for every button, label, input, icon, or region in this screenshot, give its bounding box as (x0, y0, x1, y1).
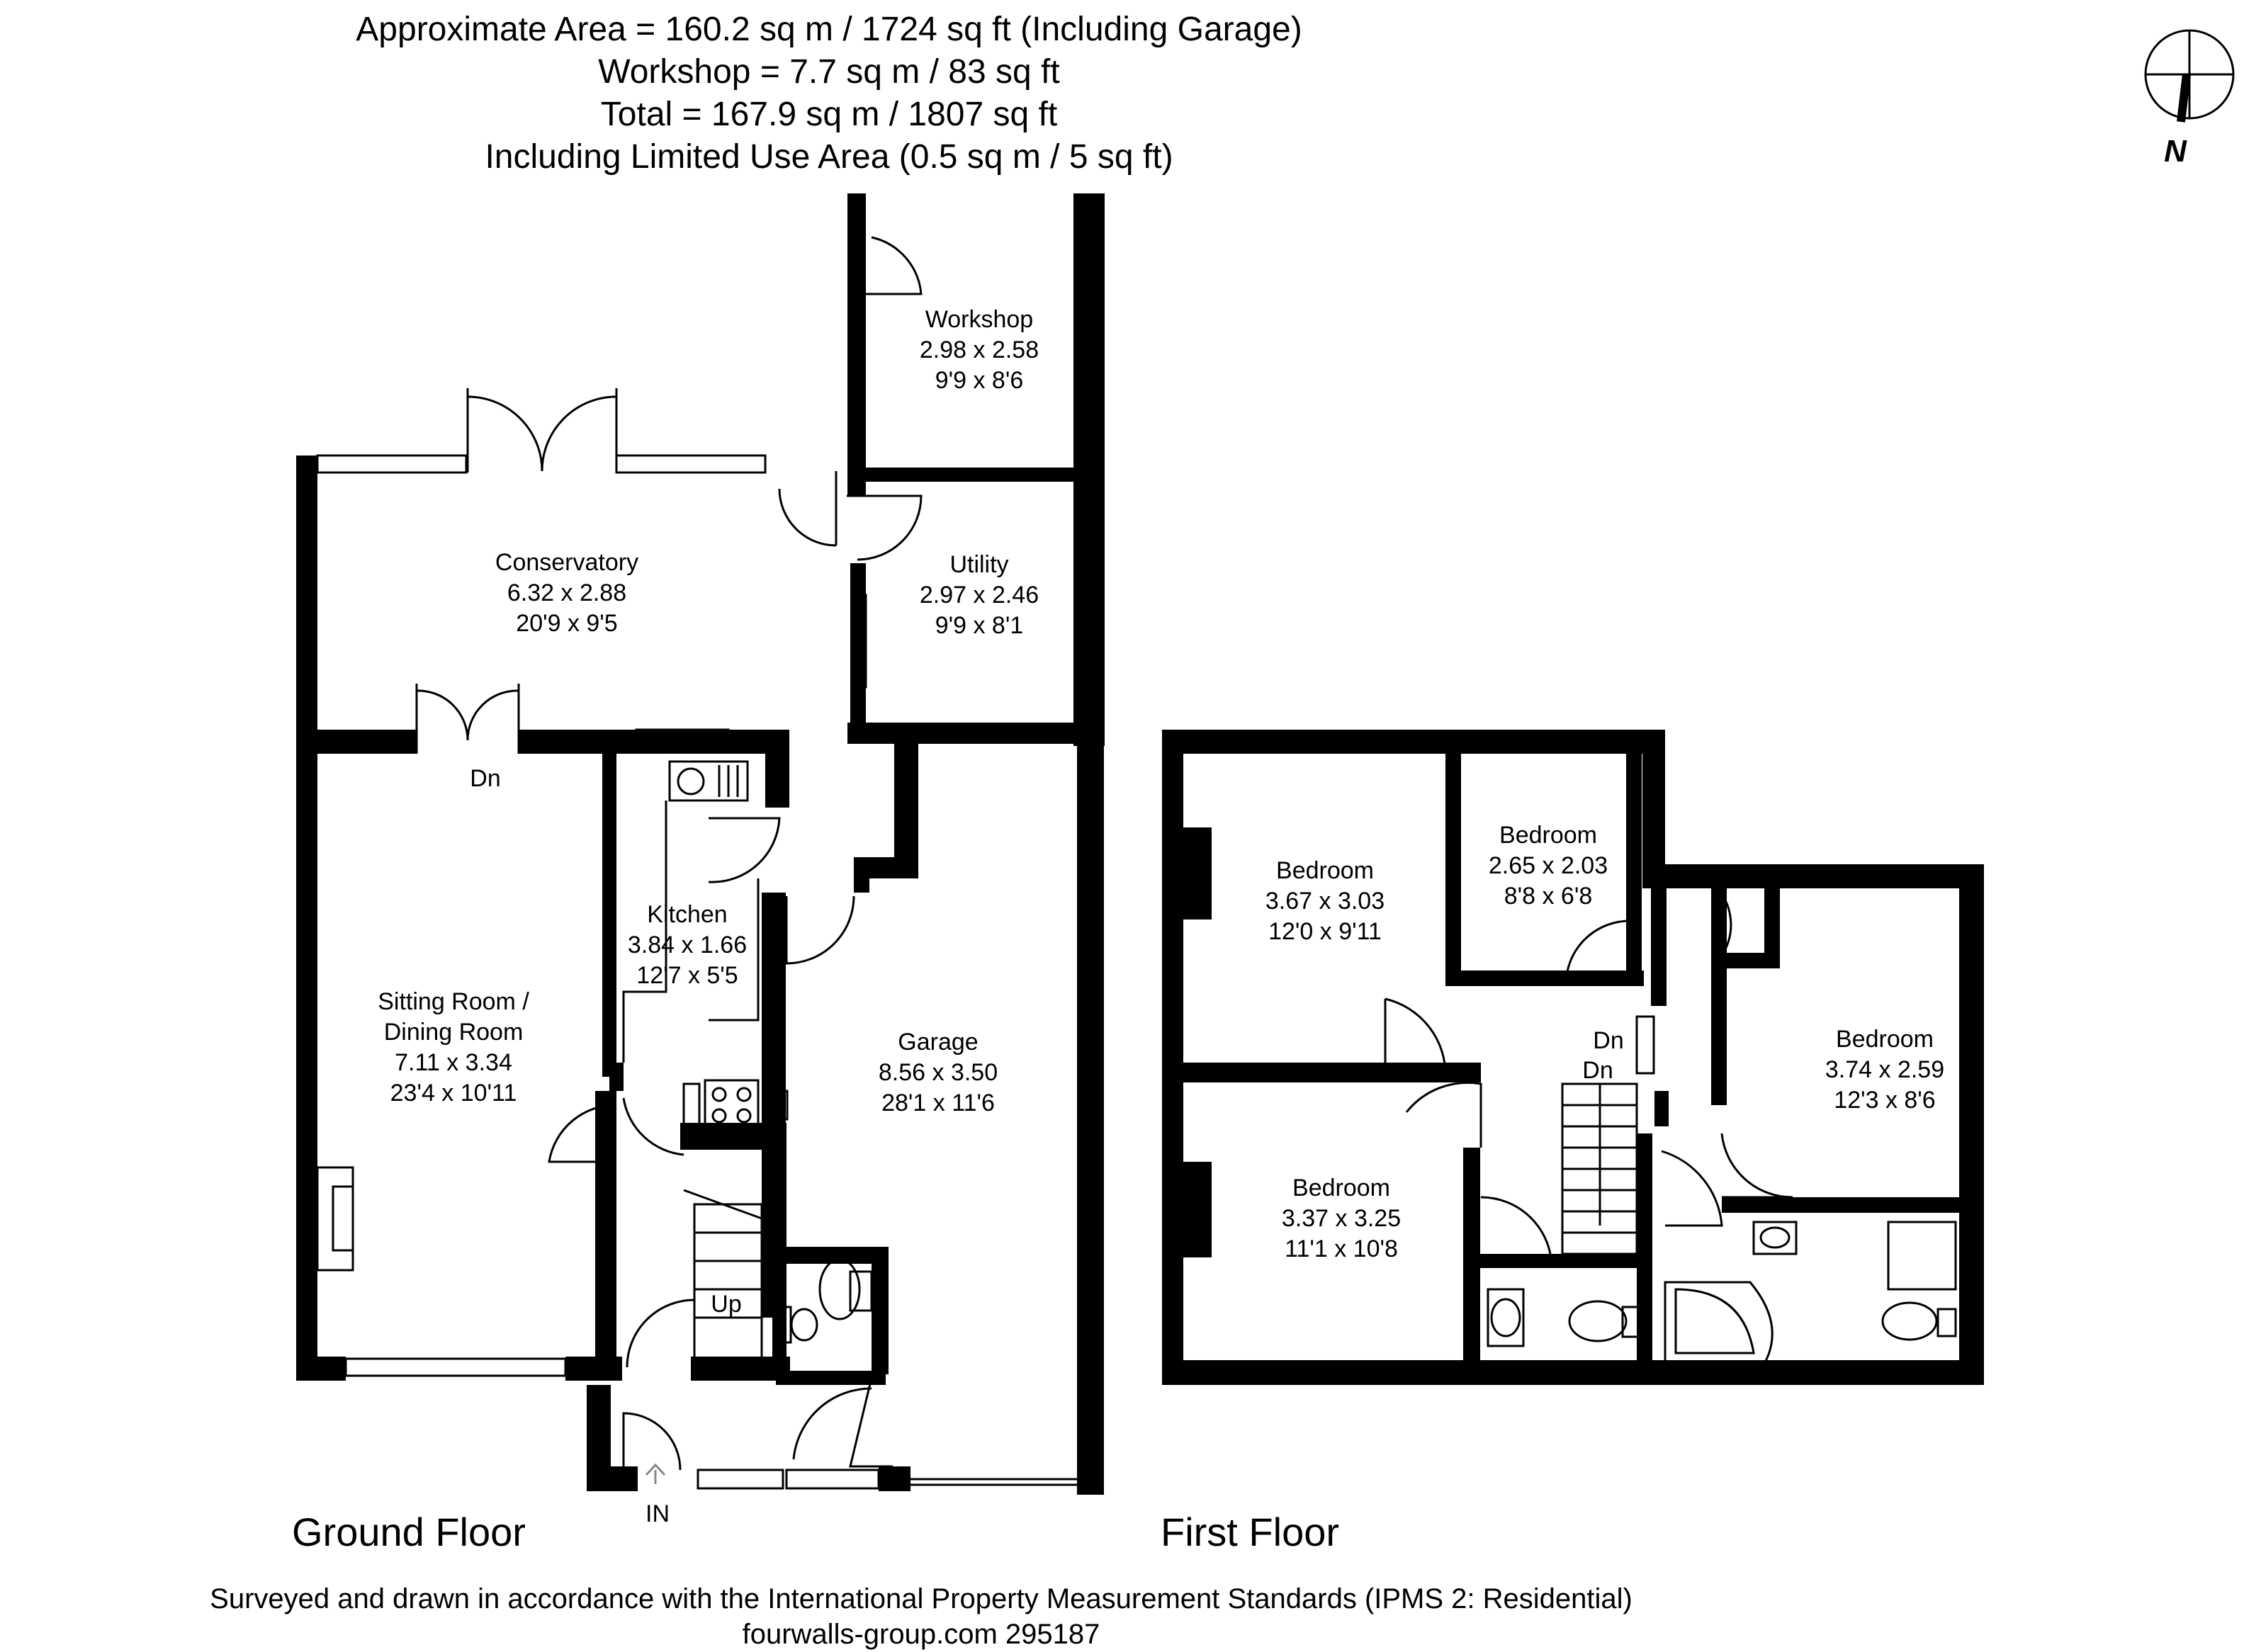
entrance-label: IN (645, 1500, 670, 1527)
workshop-metric: 2.98 x 2.58 (920, 336, 1039, 363)
ground-floor-openings (316, 236, 1102, 1490)
bedroom2-metric: 2.65 x 2.03 (1489, 852, 1608, 879)
utility-name: Utility (949, 551, 1008, 578)
garage-metric: 8.56 x 3.50 (879, 1059, 998, 1086)
ground-floor-labels: Workshop 2.98 x 2.58 9'9 x 8'6 Conservat… (378, 306, 1039, 1527)
bedroom1-name: Bedroom (1276, 857, 1374, 884)
stair-dn-label-2: Dn (1582, 1057, 1613, 1084)
first-floor-walls (1162, 730, 1984, 1385)
area-line-total: Total = 167.9 sq m / 1807 sq ft (600, 96, 1058, 133)
garage-name: Garage (898, 1029, 978, 1056)
conservatory-metric: 6.32 x 2.88 (507, 579, 626, 606)
stair-dn-conservatory: Dn (470, 765, 500, 792)
bedroom3-metric: 3.74 x 2.59 (1825, 1056, 1944, 1083)
bedroom3-imperial: 12'3 x 8'6 (1834, 1087, 1935, 1114)
sitting-room-name: Sitting Room / (378, 988, 529, 1015)
bedroom4-imperial: 11'1 x 10'8 (1285, 1235, 1398, 1262)
compass-icon: N (2144, 29, 2235, 169)
ground-floor-title: Ground Floor (292, 1510, 526, 1554)
bedroom1-metric: 3.67 x 3.03 (1265, 888, 1385, 915)
stair-up-label: Up (711, 1291, 741, 1318)
first-floor-openings (1263, 732, 1957, 1383)
kitchen-name: Kitchen (647, 901, 727, 928)
bedroom2-imperial: 8'8 x 6'8 (1504, 883, 1593, 910)
kitchen-metric: 3.84 x 1.66 (628, 932, 747, 958)
first-floor-labels: Bedroom 3.67 x 3.03 12'0 x 9'11 Bedroom … (1265, 822, 1944, 1262)
area-line-workshop: Workshop = 7.7 sq m / 83 sq ft (598, 53, 1060, 91)
compass-north-label: N (2164, 134, 2187, 169)
conservatory-imperial: 20'9 x 9'5 (516, 610, 617, 637)
sitting-room-imperial: 23'4 x 10'11 (390, 1080, 517, 1107)
workshop-imperial: 9'9 x 8'6 (935, 367, 1024, 394)
sitting-room-metric: 7.11 x 3.34 (395, 1049, 512, 1076)
entrance-arrow-icon (645, 1463, 666, 1484)
first-floor-title: First Floor (1161, 1510, 1339, 1554)
survey-footer: Surveyed and drawn in accordance with th… (0, 1581, 1842, 1652)
ground-floor-walls (296, 193, 1105, 1495)
bedroom3-name: Bedroom (1836, 1026, 1934, 1053)
area-line-approximate: Approximate Area = 160.2 sq m / 1724 sq … (356, 11, 1302, 48)
dining-room-name: Dining Room (384, 1019, 524, 1046)
utility-metric: 2.97 x 2.46 (920, 582, 1039, 609)
stair-dn-label-1: Dn (1593, 1027, 1623, 1054)
conservatory-name: Conservatory (495, 549, 638, 576)
survey-reference: fourwalls-group.com 295187 (742, 1619, 1100, 1650)
bedroom1-imperial: 12'0 x 9'11 (1268, 918, 1382, 945)
area-summary: Approximate Area = 160.2 sq m / 1724 sq … (0, 9, 1658, 179)
area-line-limited-use: Including Limited Use Area (0.5 sq m / 5… (485, 138, 1173, 176)
workshop-name: Workshop (925, 306, 1033, 333)
bedroom4-name: Bedroom (1292, 1175, 1390, 1201)
bedroom4-metric: 3.37 x 3.25 (1282, 1205, 1401, 1232)
survey-statement: Surveyed and drawn in accordance with th… (210, 1583, 1633, 1614)
bedroom2-name: Bedroom (1499, 822, 1597, 849)
utility-imperial: 9'9 x 8'1 (935, 612, 1024, 639)
kitchen-imperial: 12'7 x 5'5 (636, 962, 738, 989)
garage-imperial: 28'1 x 11'6 (881, 1090, 995, 1116)
